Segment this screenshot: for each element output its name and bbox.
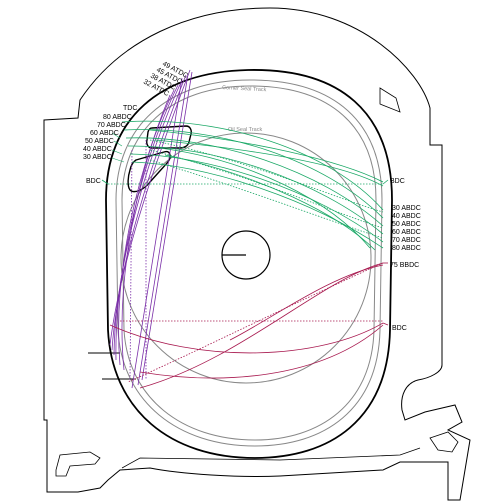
green-dotted-1	[149, 139, 384, 213]
label-right-70abdc: 70 ABDC	[392, 237, 421, 244]
exhaust-75bbdc-line	[139, 262, 384, 389]
oil-seal-track-label: Oil Seal Track	[228, 127, 262, 133]
right-labels: BDC 30 ABDC 40 ABDC 50 ABDC 60 ABDC 70 A…	[390, 178, 421, 332]
label-right-75bbdc: 75 BBDC	[390, 262, 419, 269]
left-labels: TDC 80 ABDC 70 ABDC 60 ABDC 50 ABDC 40 A…	[83, 105, 137, 185]
corner-seal-track-outer	[115, 79, 383, 447]
corner-seal-track-label: Corner Seal Track	[222, 85, 267, 93]
green-dotted-3	[149, 159, 384, 239]
green-line-10	[164, 154, 376, 251]
green-line-7	[149, 129, 384, 183]
exhaust-75bbdc-dotted	[127, 262, 384, 383]
housing-bottom-port	[55, 451, 101, 477]
intake-dotted-vertical-2	[129, 149, 133, 381]
green-line-6	[131, 161, 384, 249]
intake-timing-lines	[109, 69, 193, 389]
green-bdc-leader-left	[101, 179, 109, 185]
label-right-60abdc: 60 ABDC	[392, 229, 421, 236]
label-tdc: TDC	[123, 105, 137, 112]
label-right-40abdc: 40 ABDC	[392, 213, 421, 220]
label-left-30abdc: 30 ABDC	[83, 154, 112, 161]
label-left-70abdc: 70 ABDC	[97, 122, 126, 129]
housing-right-notch	[379, 87, 401, 113]
exhaust-bdc-leader	[382, 322, 389, 326]
label-left-40abdc: 40 ABDC	[83, 146, 112, 153]
left-leaders	[111, 132, 125, 163]
label-left-bdc: BDC	[86, 178, 101, 185]
exhaust-75bbdc-arc	[229, 264, 384, 341]
intake-line-a	[118, 89, 175, 366]
exhaust-timing-lines	[109, 262, 389, 389]
exhaust-bdc-arc-2	[139, 324, 384, 379]
housing-outline	[43, 7, 471, 501]
housing-right-foot	[429, 431, 459, 453]
intake-line-b	[121, 94, 171, 371]
green-line-9	[159, 147, 371, 249]
label-left-80abdc: 80 ABDC	[103, 114, 132, 121]
green-bdc-leader-right	[382, 179, 389, 185]
green-line-4	[127, 145, 384, 235]
green-line-1	[121, 120, 384, 211]
exhaust-bdc-arc-1	[109, 322, 384, 354]
green-line-8	[154, 139, 384, 187]
label-right-30abdc: 30 ABDC	[392, 205, 421, 212]
label-right-bdc-top: BDC	[390, 178, 405, 185]
housing-bottom-ledge	[121, 447, 421, 469]
intake-line-c	[141, 71, 193, 381]
green-dotted-2	[149, 149, 384, 229]
transfer-timing-lines	[101, 120, 389, 251]
green-line-5	[129, 153, 384, 243]
label-left-50abdc: 50 ABDC	[85, 138, 114, 145]
intake-line-38atdc	[113, 79, 183, 356]
oil-seal-track	[120, 132, 372, 384]
label-left-60abdc: 60 ABDC	[90, 130, 119, 137]
label-right-50abdc: 50 ABDC	[392, 221, 421, 228]
label-right-80abdc: 80 ABDC	[392, 245, 421, 252]
corner-seal-track-inner	[121, 85, 377, 441]
intake-line-45atdc	[111, 74, 187, 351]
intake-port-lower	[127, 150, 171, 193]
label-right-bdc-bottom: BDC	[392, 325, 407, 332]
green-line-3	[125, 137, 384, 227]
green-line-2	[123, 129, 384, 219]
